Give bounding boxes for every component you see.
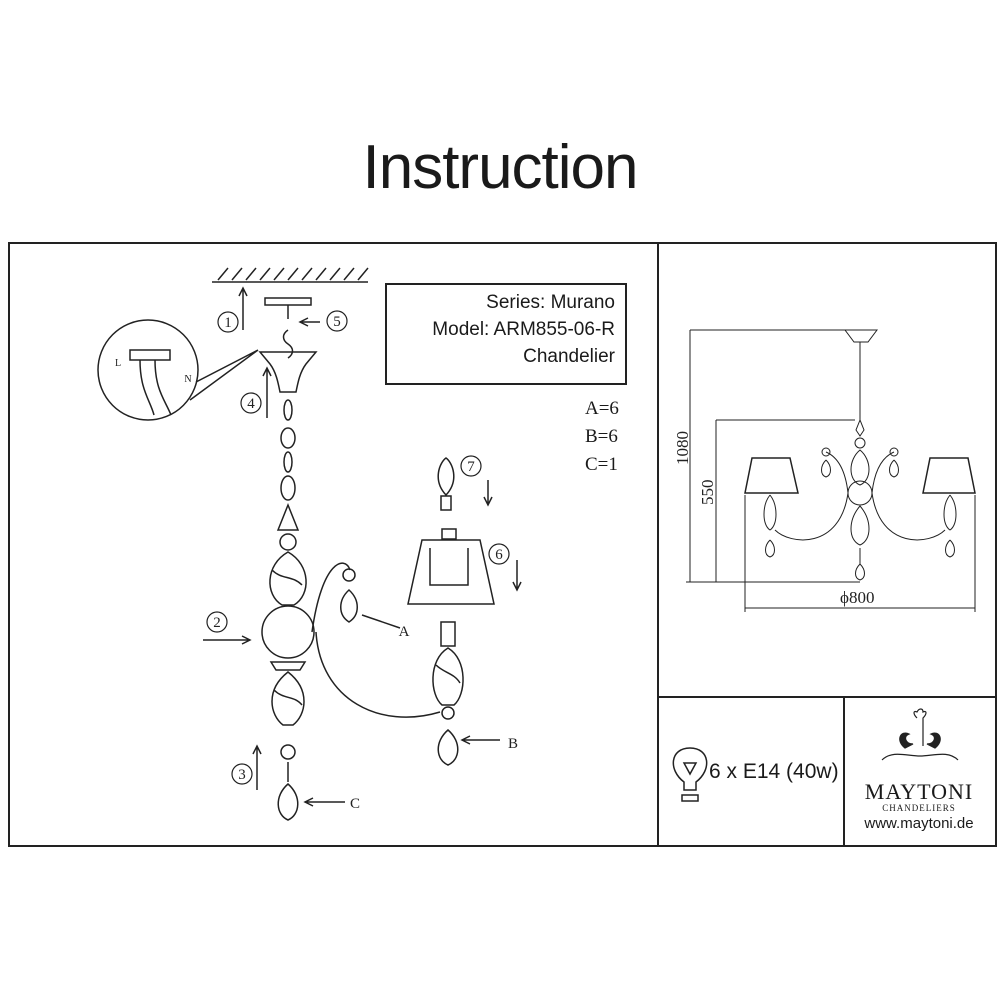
bulb-icon xyxy=(437,457,455,511)
bulb-icon xyxy=(672,747,708,802)
dimension-height-body: 550 xyxy=(698,480,717,506)
crystal-c xyxy=(277,783,299,821)
wiring-n: N xyxy=(184,374,191,385)
part-label-c: C xyxy=(350,796,360,812)
dimension-height-total: 1080 xyxy=(673,431,692,465)
step-number: 3 xyxy=(238,767,246,783)
page-title: Instruction xyxy=(362,133,638,202)
step-number: 5 xyxy=(333,314,341,330)
type-label: Chandelier xyxy=(523,346,615,367)
canopy xyxy=(258,351,318,393)
series-label: Series: Murano xyxy=(486,292,615,313)
quantity-c: C=1 xyxy=(585,454,618,475)
brand-subtitle: CHANDELIERS xyxy=(882,803,956,813)
ceiling-icon xyxy=(212,267,369,283)
quantity-b: B=6 xyxy=(585,426,618,447)
lampshade xyxy=(407,539,495,605)
wiring-l: L xyxy=(115,358,121,369)
maytoni-logo-icon xyxy=(881,708,959,761)
divider xyxy=(843,697,845,845)
divider xyxy=(657,242,659,845)
part-label-b: B xyxy=(508,736,518,752)
chain xyxy=(280,399,296,501)
step-number: 1 xyxy=(224,315,232,331)
mounting-bracket xyxy=(264,297,312,306)
glass-vase xyxy=(269,551,307,606)
step-number: 4 xyxy=(247,396,255,412)
glass-vase xyxy=(271,671,305,726)
brand-url[interactable]: www.maytoni.de xyxy=(864,815,974,832)
brand-name: MAYTONI xyxy=(864,779,974,804)
wiring-detail xyxy=(97,319,199,421)
step-number: 2 xyxy=(213,615,221,631)
dimension-drawing xyxy=(686,329,976,612)
bulb-spec: 6 x E14 (40w) xyxy=(709,760,839,783)
glass-ball xyxy=(261,605,315,659)
arrow-icon xyxy=(203,286,522,807)
divider xyxy=(659,696,995,698)
step-number: 7 xyxy=(467,459,475,475)
instruction-frame xyxy=(8,242,997,847)
dimension-diameter: ϕ800 xyxy=(840,588,874,607)
product-info-box: Series: Murano Model: ARM855-06-R Chande… xyxy=(385,283,627,385)
crystal-b xyxy=(437,729,459,766)
step-number: 6 xyxy=(495,547,503,563)
model-label: Model: ARM855-06-R xyxy=(432,319,615,340)
crystal-a xyxy=(340,588,358,623)
quantity-a: A=6 xyxy=(585,398,619,419)
part-label-a: A xyxy=(399,624,410,640)
arm xyxy=(311,562,351,633)
